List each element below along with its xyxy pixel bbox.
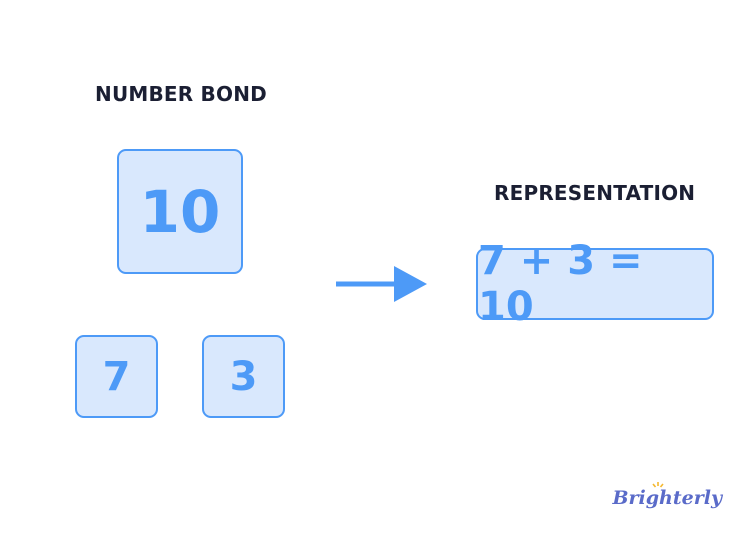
part-box-second: 3 <box>202 335 285 418</box>
part-number-first: 7 <box>102 353 131 400</box>
right-arrow-icon <box>336 266 427 302</box>
representation-title: REPRESENTATION <box>494 181 696 205</box>
part-box-first: 7 <box>75 335 158 418</box>
equation-box: 7 + 3 = 10 <box>476 238 714 330</box>
part-number-second: 3 <box>229 353 258 400</box>
brand-logo: Brighterly <box>612 487 722 509</box>
number-bond-title: NUMBER BOND <box>95 82 267 106</box>
equation-text: 7 + 3 = 10 <box>478 238 643 330</box>
whole-number-box: 10 <box>117 149 243 274</box>
whole-number: 10 <box>139 177 221 246</box>
sun-icon <box>652 482 664 488</box>
